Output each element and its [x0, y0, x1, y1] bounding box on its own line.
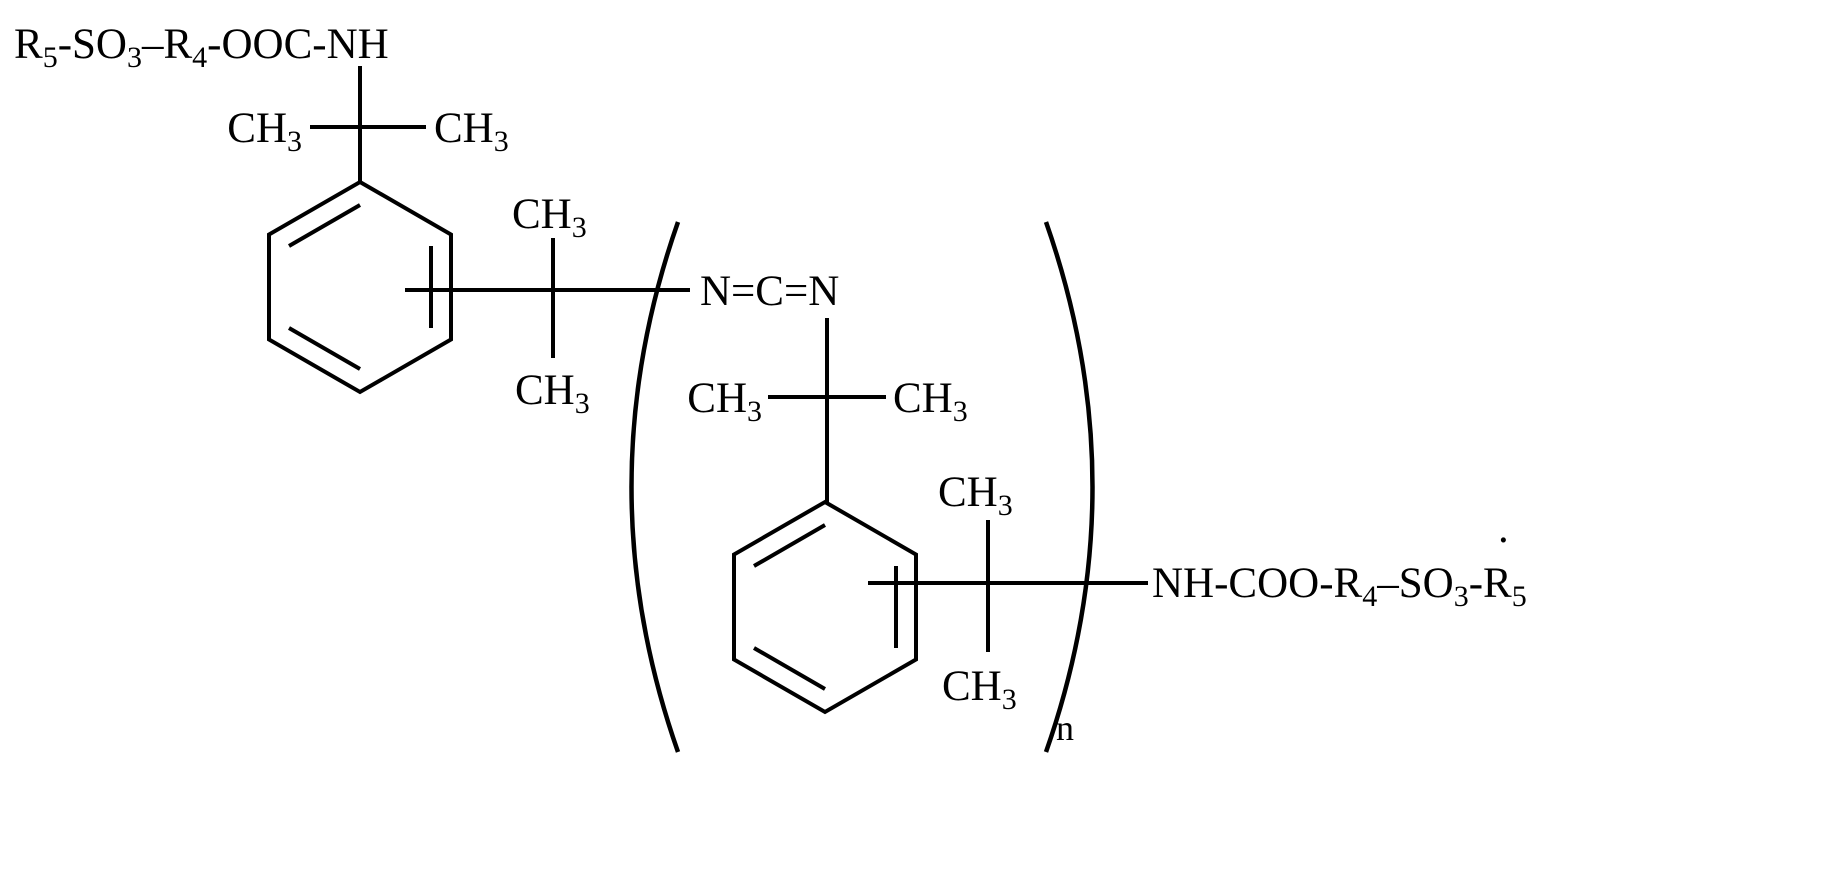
repeat-count-label: n — [1056, 708, 1074, 748]
carbodiimide-label: N=C=N — [700, 268, 839, 315]
benzene-ring-2-double-bond — [752, 523, 827, 568]
methyl-label: CH3 — [942, 663, 1017, 716]
stray-dot: . — [1498, 505, 1509, 552]
methyl-label: CH3 — [515, 367, 590, 420]
benzene-ring-2 — [732, 499, 918, 715]
methyl-label: CH3 — [434, 105, 509, 158]
methyl-label: CH3 — [893, 375, 968, 428]
end-group-right-label: NH-COO-R4–SO3-R5 — [1152, 560, 1527, 613]
end-group-left-label: R5-SO3–R4-OOC-NH — [14, 21, 389, 74]
benzene-ring-1 — [267, 179, 453, 395]
benzene-ring-2-double-bond — [752, 646, 827, 691]
benzene-ring-1-double-bond — [287, 326, 362, 371]
methyl-label: CH3 — [938, 469, 1013, 522]
methyl-label: CH3 — [227, 105, 302, 158]
benzene-ring-1-double-bond — [287, 203, 362, 248]
methyl-label: CH3 — [687, 375, 762, 428]
methyl-label: CH3 — [512, 191, 587, 244]
repeat-bracket-left — [629, 221, 681, 753]
repeat-bracket-right — [1043, 221, 1095, 753]
